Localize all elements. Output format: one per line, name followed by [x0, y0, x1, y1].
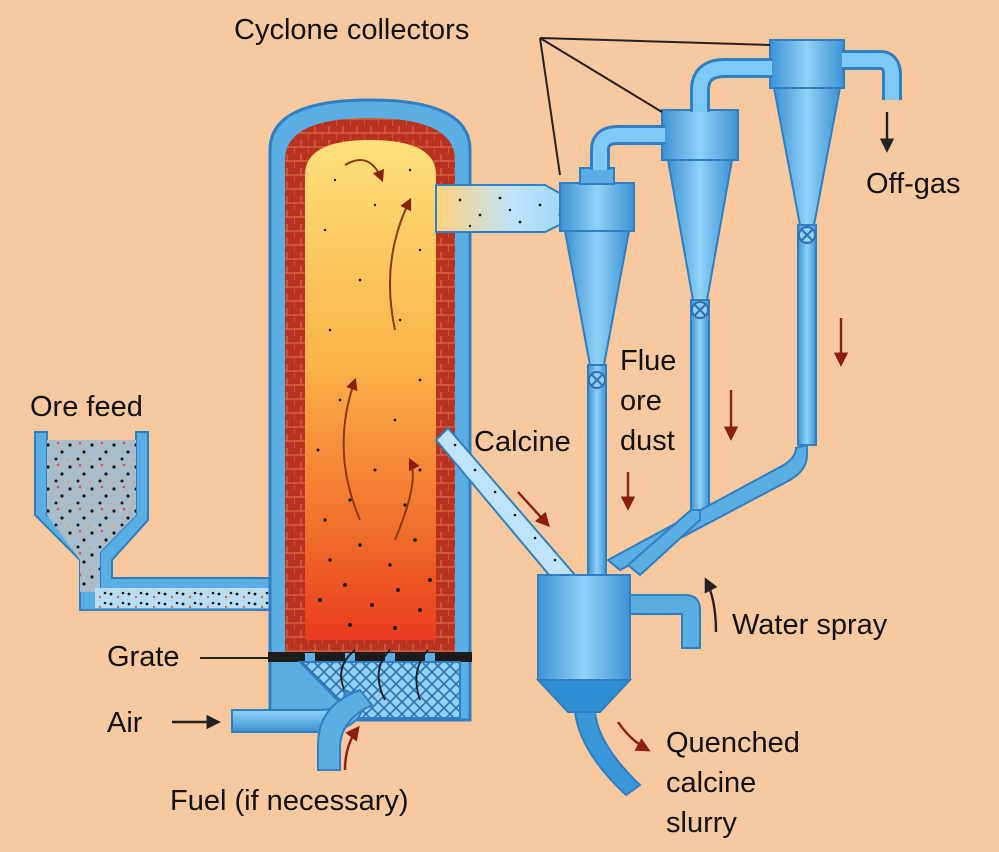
damper-valve-icon: [691, 301, 709, 319]
gas-flow-arrows: [342, 159, 420, 541]
water-spray-pipe: [629, 594, 701, 649]
label-quenched-line-1: Quenched: [666, 727, 800, 759]
label-fuel: Fuel (if necessary): [170, 785, 409, 817]
fuel-inlet-pipe: [317, 688, 374, 771]
label-grate: Grate: [107, 641, 180, 673]
cyclone-collector-2: [661, 109, 739, 516]
label-flue-ore-dust: Flue ore dust: [620, 341, 676, 461]
label-calcine: Calcine: [474, 426, 571, 458]
label-ore-feed: Ore feed: [30, 391, 143, 423]
quench-tank: [535, 574, 701, 797]
label-flue-ore-dust-line-3: dust: [620, 425, 675, 457]
label-air: Air: [107, 707, 143, 739]
grate-slots: [305, 653, 435, 661]
fluidized-bed-particles: [316, 168, 432, 630]
slurry-outlet: [573, 711, 642, 797]
damper-valve-icon: [588, 371, 606, 389]
dust-return-legs: [606, 443, 808, 577]
external-flow-arrows: [172, 112, 895, 771]
roaster-furnace: [268, 98, 472, 722]
label-water-spray: Water spray: [732, 609, 888, 641]
flow-arrow-icon: [344, 159, 385, 183]
label-cyclone-collectors: Cyclone collectors: [234, 14, 470, 46]
label-flue-ore-dust-line-1: Flue: [620, 345, 677, 377]
gas-connecting-pipes: [590, 50, 902, 170]
label-off-gas: Off-gas: [866, 168, 961, 200]
flow-arrow-icon: [517, 491, 550, 528]
flow-arrow-icon: [342, 377, 361, 521]
label-quenched-line-3: slurry: [666, 807, 737, 839]
flow-arrow-icon: [389, 197, 412, 331]
label-quenched-line-2: calcine: [666, 767, 757, 799]
flow-arrow-icon: [343, 725, 360, 771]
flow-arrow-icon: [617, 721, 651, 752]
cyclone-collector-1: [559, 167, 635, 581]
ore-feed-hopper: [34, 431, 295, 611]
cyclone-collector-3: [769, 39, 845, 446]
flow-arrow-icon: [704, 577, 718, 633]
label-quenched-calcine-slurry: Quenched calcine slurry: [666, 723, 800, 843]
flow-arrow-icon: [394, 457, 420, 541]
leader-lines: [200, 37, 771, 659]
label-flue-ore-dust-line-2: ore: [620, 385, 662, 417]
grate-bar: [268, 652, 472, 662]
damper-valve-icon: [798, 226, 816, 244]
